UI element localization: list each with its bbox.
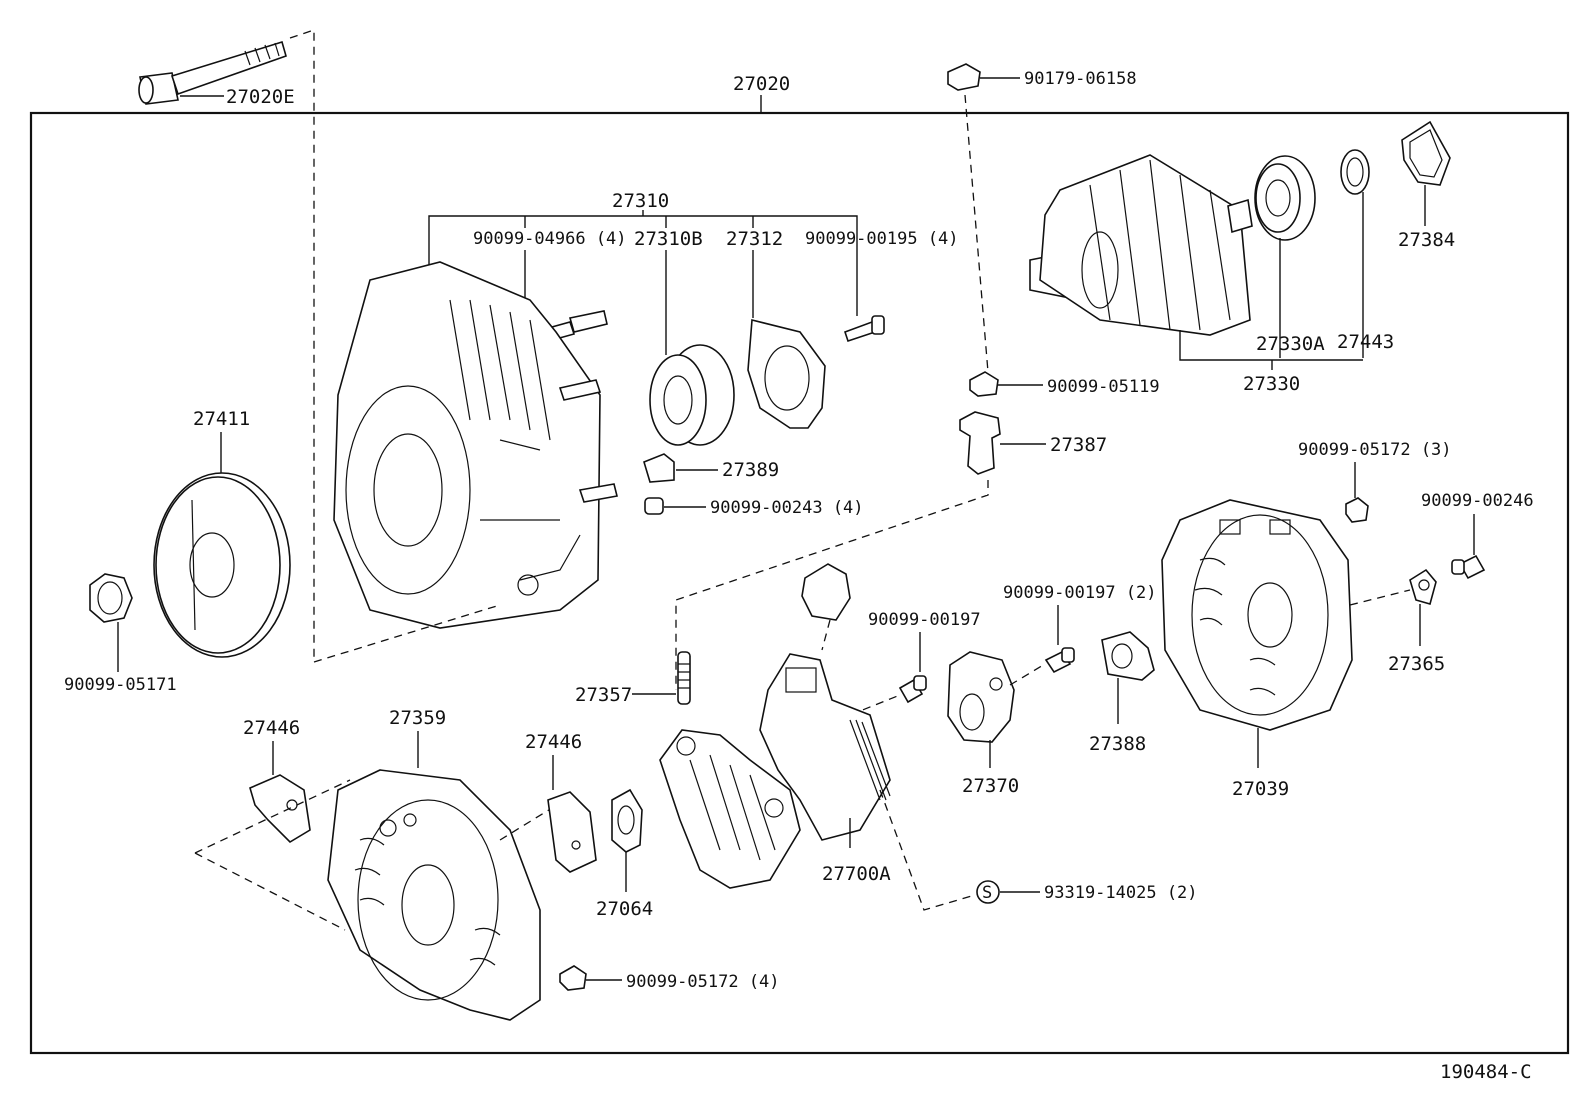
callout-rear-cover: 27039: [1232, 778, 1289, 800]
bearing-clip-icon[interactable]: [1401, 120, 1451, 186]
callout-rear-cover-screw: 90099-00246: [1421, 491, 1534, 511]
brush-holder-icon[interactable]: [947, 651, 1015, 743]
callout-rear-cover-nut: 90099-05172 (3): [1298, 440, 1452, 460]
rear-bearing-icon[interactable]: [1254, 155, 1316, 241]
callout-top-nut: 90179-06158: [1024, 69, 1137, 89]
retainer-plate-icon[interactable]: [747, 318, 826, 429]
callout-rear-bearing: 27330A: [1256, 333, 1325, 355]
callout-bearing-cover: 27443: [1337, 331, 1394, 353]
callout-bolt-long: 27020E: [226, 86, 295, 108]
callout-regulator: 27700A: [822, 863, 891, 885]
drive-end-frame-icon[interactable]: [333, 261, 618, 629]
callout-retainer-plate: 27312: [726, 228, 783, 250]
callout-terminal-nut: 90099-05119: [1047, 377, 1160, 397]
brush-screw-single-icon[interactable]: [898, 675, 927, 704]
callout-brush-screw-double: 90099-00197 (2): [1003, 583, 1157, 603]
callout-terminal-plate-left: 27446: [243, 717, 300, 739]
rear-end-frame-icon[interactable]: [327, 769, 541, 1021]
callout-retainer-screw: 90099-00195 (4): [805, 229, 959, 249]
brush-cover-icon[interactable]: [1101, 631, 1155, 681]
rear-cover-icon[interactable]: [1161, 499, 1353, 731]
pulley-nut-icon[interactable]: [89, 573, 133, 623]
callout-brush-holder: 27370: [962, 775, 1019, 797]
frame-label: 27020: [733, 73, 790, 95]
callout-drive-end-frame: 27310: [612, 190, 669, 212]
callout-rotor: 27330: [1243, 373, 1300, 395]
seal-mark-icon: S: [976, 880, 1000, 904]
svg-text:S: S: [982, 883, 992, 903]
bolt-long-icon[interactable]: [138, 40, 287, 105]
rubber-insulator-icon[interactable]: [611, 788, 643, 853]
callout-rubber-insulator: 27064: [596, 898, 653, 920]
rectifier-icon[interactable]: [659, 729, 801, 889]
retainer-screw-icon[interactable]: [843, 315, 885, 343]
callout-insulator-screw: 90099-00243 (4): [710, 498, 864, 518]
callout-terminal-insulator: 27387: [1050, 434, 1107, 456]
callout-frame-nut: 90099-05172 (4): [626, 972, 780, 992]
callout-seal-screw: 93319-14025 (2): [1044, 883, 1198, 903]
insulator-icon[interactable]: [643, 453, 675, 483]
callout-front-bearing: 27310B: [634, 228, 703, 250]
callout-terminal-plate-mid: 27446: [525, 731, 582, 753]
rotor-icon[interactable]: [1029, 154, 1253, 336]
terminal-nut-icon[interactable]: [969, 371, 999, 397]
front-bearing-icon[interactable]: [649, 344, 735, 446]
insulator-screw-icon[interactable]: [644, 497, 664, 515]
callout-brush-screw-single: 90099-00197: [868, 610, 981, 630]
rectifier-bolt-icon[interactable]: [677, 651, 691, 705]
assembly-frame: [29, 111, 1570, 1055]
rear-cover-screw-icon[interactable]: [1451, 554, 1486, 580]
callout-clamp: 27365: [1388, 653, 1445, 675]
regulator-cap-icon[interactable]: [801, 563, 851, 621]
regulator-icon[interactable]: [759, 653, 891, 841]
top-nut-icon[interactable]: [947, 63, 981, 91]
brush-screw-double-icon[interactable]: [1044, 647, 1075, 674]
callout-rear-end-frame: 27359: [389, 707, 446, 729]
callout-rectifier-bolt: 27357: [575, 684, 632, 706]
figure-id: 190484-C: [1440, 1061, 1532, 1083]
callout-brush-cover: 27388: [1089, 733, 1146, 755]
frame-nut-icon[interactable]: [559, 965, 587, 991]
callout-bearing-clip: 27384: [1398, 229, 1455, 251]
terminal-insulator-icon[interactable]: [959, 411, 1001, 475]
callout-stud: 90099-04966 (4): [473, 229, 627, 249]
bearing-cover-icon[interactable]: [1340, 149, 1370, 195]
rear-cover-nut-icon[interactable]: [1345, 497, 1369, 523]
callout-insulator: 27389: [722, 459, 779, 481]
terminal-plate-left-icon[interactable]: [249, 774, 311, 844]
callout-pulley: 27411: [193, 408, 250, 430]
callout-pulley-nut: 90099-05171: [64, 675, 177, 695]
pulley-icon[interactable]: [153, 472, 291, 658]
terminal-plate-mid-icon[interactable]: [547, 791, 597, 873]
clamp-icon[interactable]: [1409, 568, 1437, 605]
